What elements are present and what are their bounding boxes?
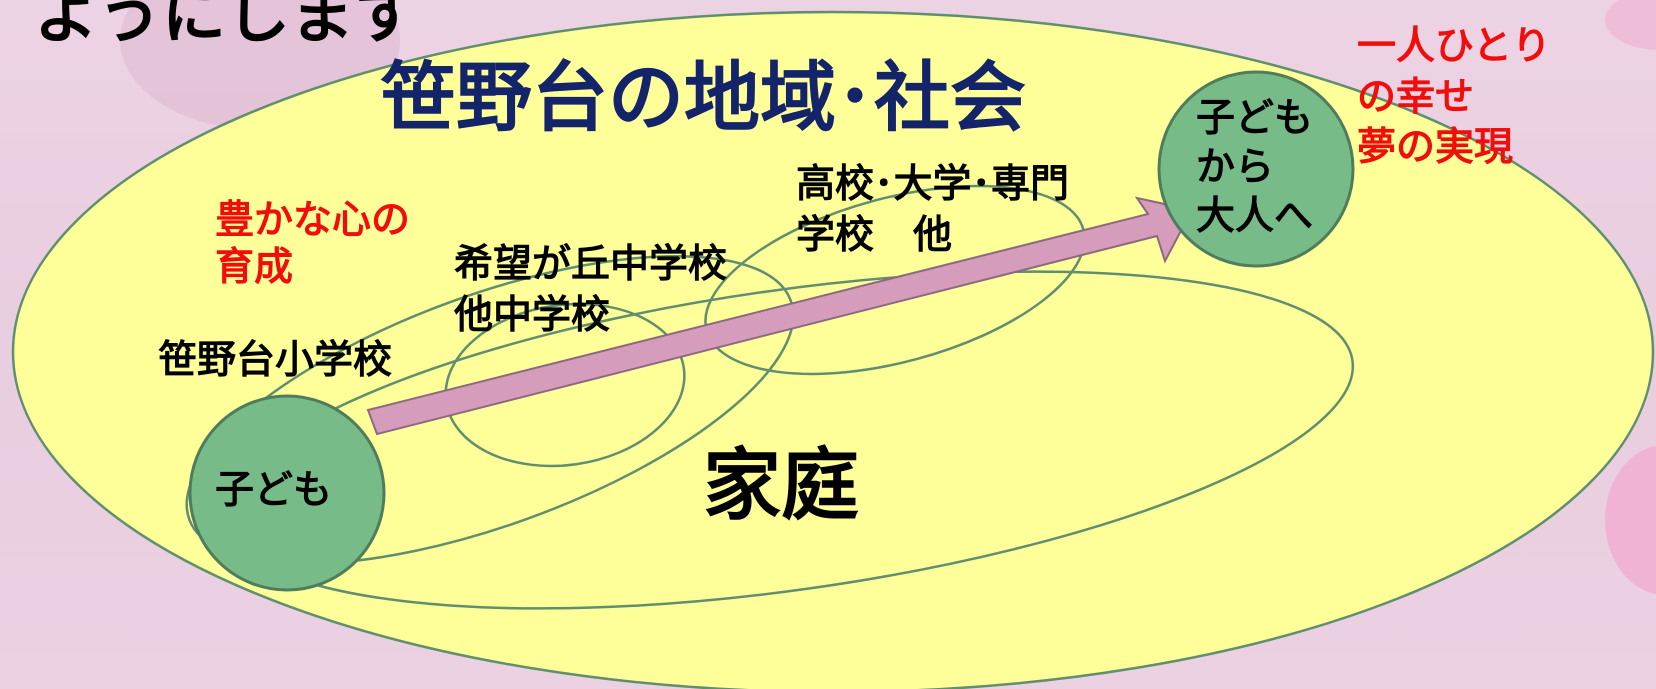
page-title: ようにします [34, 0, 418, 53]
elementary-school-label: 笹野台小学校 [158, 338, 393, 383]
flower-petal-right [1605, 445, 1656, 595]
child-label: 子ども [215, 468, 333, 513]
enrichment-label: 豊かな心の 育成 [215, 198, 411, 290]
home-label: 家庭 [703, 441, 860, 531]
higher-education-label: 高校･大学･専門 学校 他 [796, 162, 1070, 258]
adult-circle [1157, 70, 1355, 268]
middle-school-label: 希望が丘中学校 他中学校 [454, 242, 728, 338]
child-circle [188, 394, 386, 592]
community-title: 笹野台の地域･社会 [380, 53, 1026, 142]
flower-petal-top-right [1605, 0, 1656, 50]
happiness-label: 一人ひとり の幸せ 夢の実現 [1357, 24, 1551, 171]
elementary-ring [185, 254, 795, 566]
child-to-adult-label: 子ども から 大人へ [1196, 96, 1314, 239]
